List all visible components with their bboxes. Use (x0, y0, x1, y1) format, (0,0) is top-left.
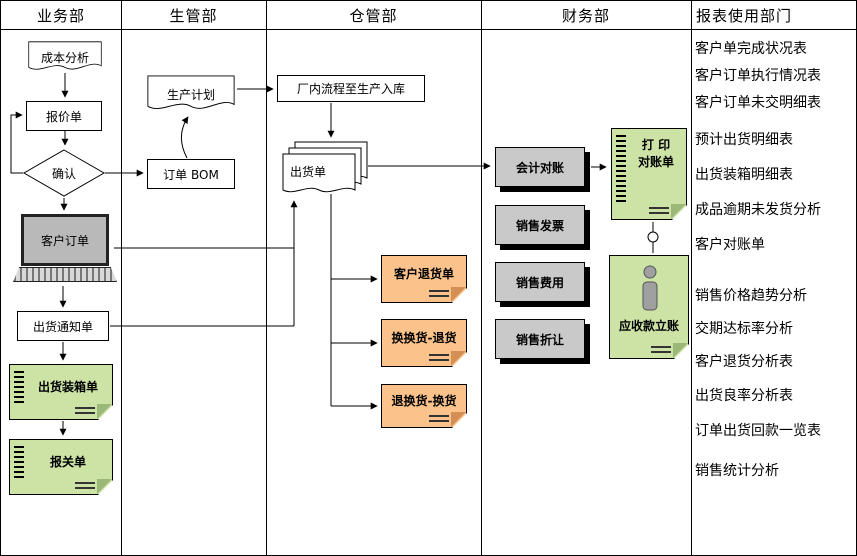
note-lines-icon (429, 290, 449, 297)
lane-header-finance: 财务部 (481, 1, 691, 29)
multi-document-icon (282, 141, 368, 193)
node-sales-allowance: 销售折让 (495, 319, 585, 359)
node-label: 订单 BOM (163, 167, 219, 182)
note-lines-icon (75, 482, 95, 489)
node-sales-invoice: 销售发票 (495, 205, 585, 245)
connector-dot-icon (647, 231, 659, 243)
barcode-icon (14, 371, 24, 403)
document-shape-icon (147, 75, 235, 109)
document-shape-icon (28, 41, 102, 70)
lane-label: 报表使用部门 (696, 6, 793, 25)
report-item: 客户订单执行情况表 (695, 68, 821, 84)
report-item: 客户对账单 (695, 237, 765, 253)
folded-corner-icon (451, 351, 466, 366)
node-label: 应收款立账 (618, 318, 679, 333)
node-label: 客户订单 (40, 233, 89, 248)
report-item: 客户订单未交明细表 (695, 95, 821, 111)
report-item: 客户退货分析表 (695, 354, 793, 370)
note-lines-icon (429, 415, 449, 422)
node-sales-expense: 销售费用 (495, 262, 585, 302)
node-label: 换换货-退货 (391, 330, 457, 345)
node-accounting-reconciliation: 会计对账 (495, 147, 585, 187)
lane-divider (121, 1, 122, 555)
barcode-icon (14, 446, 24, 478)
node-packing-list: 出货装箱单 (9, 364, 113, 420)
note-lines-icon (649, 207, 669, 214)
report-item: 销售价格趋势分析 (695, 288, 807, 304)
node-label: 出货装箱单 (37, 379, 98, 394)
node-label: 报价单 (45, 109, 82, 124)
node-label: 对账单 (637, 154, 674, 169)
report-item: 出货良率分析表 (695, 388, 793, 404)
node-shipping-order: 出货单 (282, 141, 370, 199)
node-customs-declaration: 报关单 (9, 439, 113, 495)
node-label: 会计对账 (515, 160, 564, 175)
lane-header-reports: 报表使用部门 (691, 1, 856, 29)
node-label: 报关单 (49, 454, 86, 469)
node-order-bom: 订单 BOM (147, 159, 235, 189)
node-print-statement: 打 印 对账单 (611, 128, 687, 220)
report-item: 订单出货回款一览表 (695, 423, 821, 439)
node-label: 打 印 (641, 138, 671, 152)
node-label: 销售折让 (515, 332, 564, 347)
lane-divider (481, 1, 482, 555)
node-receivable-posting: 应收款立账 (609, 255, 689, 359)
lane-divider (266, 1, 267, 555)
report-item: 销售统计分析 (695, 463, 779, 479)
node-label: 销售费用 (515, 275, 564, 290)
node-label: 出货单 (290, 165, 327, 179)
node-shipping-notice: 出货通知单 (17, 311, 109, 341)
node-customer-order: 客户订单 (13, 214, 117, 284)
report-item: 交期达标率分析 (695, 321, 793, 337)
lane-divider (691, 1, 692, 555)
folded-corner-icon (673, 343, 688, 358)
folded-corner-icon (97, 479, 112, 494)
laptop-icon: 客户订单 (21, 214, 109, 266)
node-exchange-return: 换换货-退货 (381, 319, 467, 367)
lane-header-production: 生管部 (121, 1, 266, 29)
node-factory-to-warehouse: 厂内流程至生产入库 (277, 75, 425, 102)
node-confirm: 确认 (23, 149, 105, 197)
folded-corner-icon (451, 412, 466, 427)
header-divider (1, 29, 856, 30)
node-customer-return: 客户退货单 (381, 255, 467, 303)
node-label: 确认 (51, 166, 76, 181)
report-item: 预计出货明细表 (695, 132, 793, 148)
info-icon (638, 264, 662, 312)
lane-label: 财务部 (561, 6, 610, 25)
report-item: 出货装箱明细表 (695, 167, 793, 183)
laptop-keyboard-icon (13, 267, 117, 282)
folded-corner-icon (97, 404, 112, 419)
barcode-icon (616, 135, 626, 203)
folded-corner-icon (671, 204, 686, 219)
report-item: 成品逾期未发货分析 (695, 202, 821, 218)
lane-label: 仓管部 (349, 6, 398, 25)
report-item: 客户单完成状况表 (695, 41, 807, 57)
note-lines-icon (429, 354, 449, 361)
folded-corner-icon (451, 287, 466, 302)
node-label-group: 打 印 对账单 (628, 137, 684, 171)
note-lines-icon (651, 346, 671, 353)
node-production-plan: 生产计划 (147, 75, 235, 113)
note-lines-icon (75, 407, 95, 414)
decision-diamond-icon (23, 149, 105, 197)
node-return-exchange: 退换货-换货 (381, 384, 467, 428)
node-label: 出货通知单 (32, 319, 93, 334)
node-label: 厂内流程至生产入库 (296, 82, 405, 96)
node-quotation: 报价单 (26, 101, 102, 131)
node-label: 成本分析 (40, 50, 89, 65)
lane-header-business: 业务部 (1, 1, 121, 29)
node-label: 生产计划 (166, 87, 215, 102)
node-label: 退换货-换货 (391, 393, 457, 408)
node-label: 客户退货单 (393, 266, 454, 281)
lane-header-warehouse: 仓管部 (266, 1, 481, 29)
lane-label: 业务部 (36, 6, 85, 25)
node-cost-analysis: 成本分析 (28, 41, 102, 73)
node-label: 销售发票 (515, 218, 564, 233)
lane-label: 生管部 (169, 6, 218, 25)
